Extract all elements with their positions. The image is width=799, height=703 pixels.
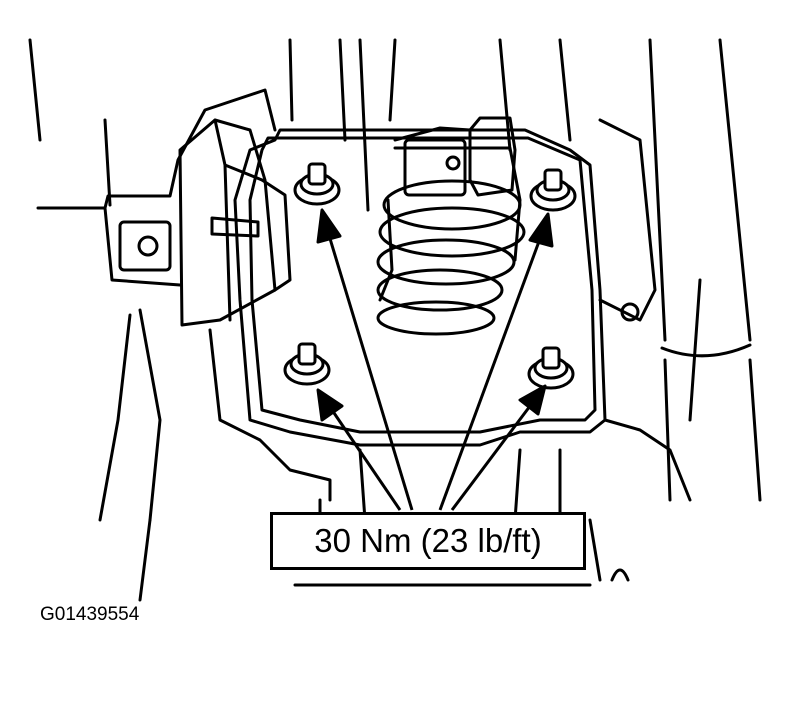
arrow-to-upper-right-nut — [438, 212, 554, 511]
nut-lower-right — [527, 346, 575, 390]
nut-upper-right — [529, 168, 577, 212]
nut-lower-left — [283, 342, 331, 386]
arrow-to-lower-right-nut — [450, 384, 547, 511]
upper-tubes — [288, 38, 657, 322]
right-tube — [620, 38, 762, 502]
nut-upper-left — [293, 162, 341, 206]
mounting-plate — [208, 128, 692, 502]
connector-block — [178, 118, 292, 327]
torque-spec-label: 30 Nm (23 lb/ft) — [270, 512, 586, 570]
left-bracket — [28, 38, 277, 522]
arrow-to-lower-left-nut — [316, 388, 402, 511]
figure-id: G01439554 — [40, 604, 140, 625]
lower-frame — [138, 448, 630, 602]
arrow-to-upper-left-nut — [316, 208, 414, 511]
shift-boot — [376, 116, 526, 336]
